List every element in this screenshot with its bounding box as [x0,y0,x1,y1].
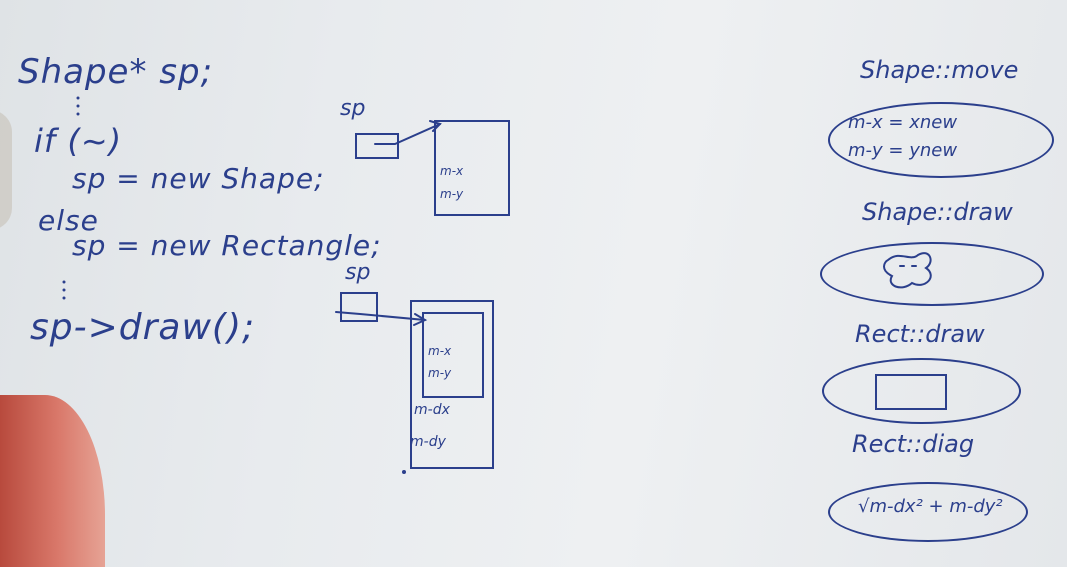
code-line-draw-call: sp->draw(); [30,307,256,348]
bottom-field-mx: m-x [428,344,452,358]
rect-diag-ellipse [828,482,1028,542]
bottom-pointer-box [340,292,378,322]
shape-move-ellipse [828,102,1054,178]
top-field-mx: m-x [440,164,464,178]
top-field-my: m-y [440,187,464,201]
rect-draw-title: Rect::draw [855,320,985,348]
rect-draw-rectangle-icon [875,374,947,410]
shape-move-line1: m-x = xnew [848,112,958,133]
shape-draw-ellipse [820,242,1044,306]
shape-move-title: Shape::move [860,56,1019,84]
code-line-else: else [38,204,99,237]
top-shape-object [434,120,510,216]
bottom-field-mdx: m-dx [414,402,450,418]
top-pointer-label: sp [340,96,366,121]
top-pointer-box [355,133,399,159]
rect-diag-title: Rect::diag [852,430,975,458]
person-partial-silhouette [0,110,12,230]
code-line-new-shape: sp = new Shape; [72,162,325,195]
bottom-field-mdy: m-dy [410,434,446,450]
shape-move-line2: m-y = ynew [848,140,958,161]
bottom-shape-subobject [422,312,484,398]
bottom-pointer-label: sp [345,260,371,285]
code-line-new-rectangle: sp = new Rectangle; [72,229,382,262]
bottom-field-my: m-y [428,366,452,380]
bottom-rectangle-object [410,300,494,469]
rect-draw-ellipse [822,358,1021,424]
shape-draw-title: Shape::draw [862,198,1013,226]
rect-diag-formula: √m-dx² + m-dy² [858,496,1003,517]
code-line-declaration: Shape* sp; [18,52,214,92]
code-line-if: if (~) [34,122,123,160]
